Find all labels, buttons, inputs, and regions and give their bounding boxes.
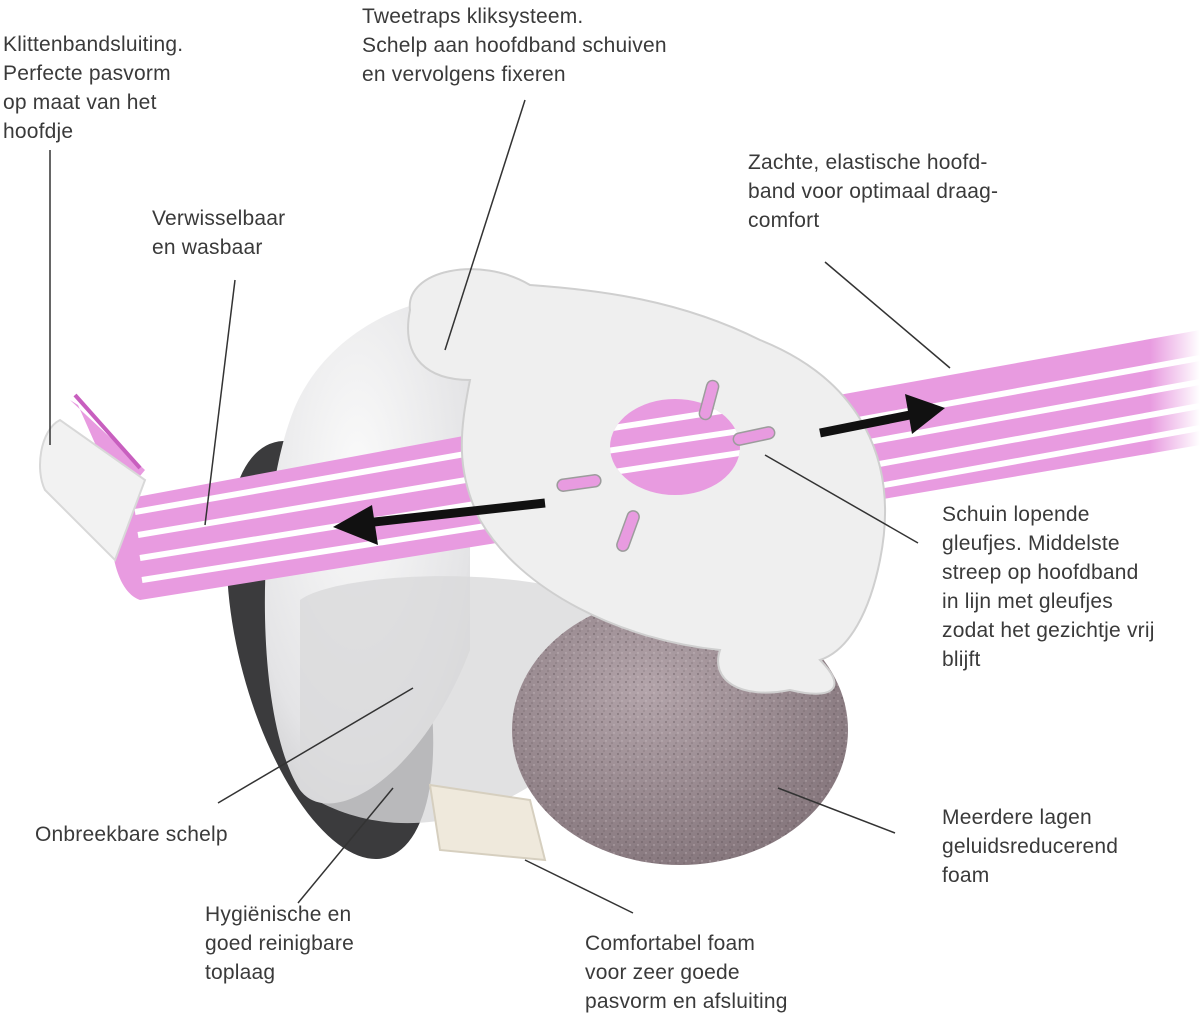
label-tweetraps-kliksysteem: Tweetraps kliksysteem. Schelp aan hoofdb… [362,2,667,89]
label-line: blijft [942,645,1155,674]
label-line: goed reinigbare [205,929,354,958]
label-hygienische-toplaag: Hygiënische en goed reinigbare toplaag [205,900,354,987]
label-line: Tweetraps kliksysteem. [362,2,667,31]
label-verwisselbaar: Verwisselbaar en wasbaar [152,204,285,262]
label-line: foam [942,861,1118,890]
label-line: Schuin lopende [942,500,1155,529]
label-line: en wasbaar [152,233,285,262]
label-line: toplaag [205,958,354,987]
label-line: Perfecte pasvorm [3,59,183,88]
label-line: streep op hoofdband [942,558,1155,587]
label-line: Verwisselbaar [152,204,285,233]
label-onbreekbare-schelp: Onbreekbare schelp [35,820,228,849]
label-line: en vervolgens fixeren [362,60,667,89]
label-line: zodat het gezichtje vrij [942,616,1155,645]
label-line: Comfortabel foam [585,929,788,958]
label-meerdere-lagen: Meerdere lagen geluidsreducerend foam [942,803,1118,890]
comfort-foam [430,785,545,860]
label-line: geluidsreducerend [942,832,1118,861]
label-schuin-lopende-gleufjes: Schuin lopende gleufjes. Middelste stree… [942,500,1155,674]
label-line: in lijn met gleufjes [942,587,1155,616]
label-line: pasvorm en afsluiting [585,987,788,1016]
label-line: voor zeer goede [585,958,788,987]
label-line: Meerdere lagen [942,803,1118,832]
label-comfortabel-foam: Comfortabel foam voor zeer goede pasvorm… [585,929,788,1016]
label-zachte-hoofdband: Zachte, elastische hoofd- band voor opti… [748,148,998,235]
label-line: comfort [748,206,998,235]
label-line: gleufjes. Middelste [942,529,1155,558]
label-line: op maat van het [3,88,183,117]
label-line: Zachte, elastische hoofd- [748,148,998,177]
label-line: Hygiënische en [205,900,354,929]
label-line: band voor optimaal draag- [748,177,998,206]
label-line: Onbreekbare schelp [35,820,228,849]
label-line: Klittenbandsluiting. [3,30,183,59]
label-klittenbandsluiting: Klittenbandsluiting. Perfecte pasvorm op… [3,30,183,146]
label-line: Schelp aan hoofdband schuiven [362,31,667,60]
label-line: hoofdje [3,117,183,146]
